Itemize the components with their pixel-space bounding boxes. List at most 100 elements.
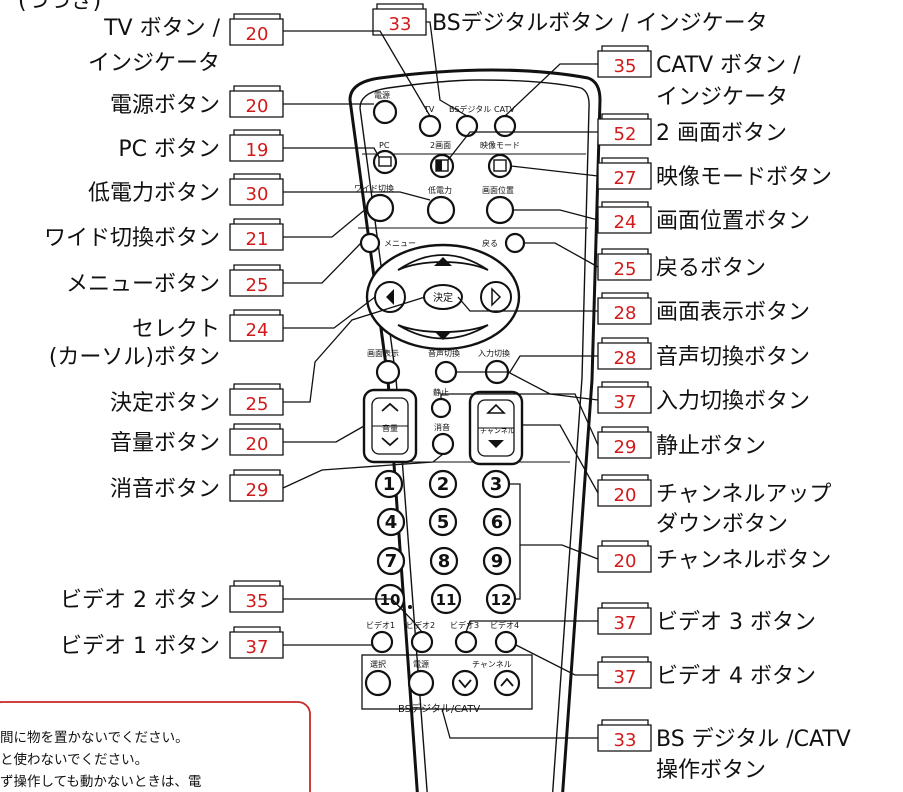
number-key-label: 3 bbox=[490, 474, 503, 495]
video1-label: ビデオ1 bbox=[366, 620, 395, 630]
video1-button[interactable]: ビデオ1 bbox=[366, 620, 395, 654]
channel-rocker[interactable]: チャンネル bbox=[468, 390, 524, 466]
note-line-2: と使わないでください。 bbox=[0, 751, 148, 768]
audio-label: 音声切換 bbox=[428, 348, 460, 358]
page-number: 37 bbox=[246, 637, 269, 658]
low-power-button[interactable]: 低電力 bbox=[426, 185, 456, 225]
page-badge-bscatv: 33 bbox=[597, 719, 652, 752]
tv-label: TV bbox=[423, 105, 435, 114]
pc-button[interactable]: PC bbox=[372, 141, 398, 175]
bs-channel-label: チャンネル bbox=[472, 660, 512, 669]
wide-label: ワイド切換 bbox=[354, 183, 394, 193]
bs-catv-channel-down-button[interactable] bbox=[451, 669, 479, 697]
sensor-dot bbox=[408, 605, 412, 609]
label-display: 画面表示ボタン bbox=[656, 300, 810, 325]
header-partial: (つづき) bbox=[18, 0, 101, 14]
bs-power-label: 電源 bbox=[413, 660, 429, 669]
video-mode-label: 映像モード bbox=[480, 140, 520, 150]
page-badge-tv: 20 bbox=[229, 13, 284, 46]
number-key-5[interactable]: 5 bbox=[428, 507, 458, 537]
enter-label: 決定 bbox=[433, 291, 453, 304]
page-badge-channel: 20 bbox=[597, 540, 652, 573]
display-button[interactable]: 画面表示 bbox=[367, 348, 401, 385]
number-key-label: 11 bbox=[436, 591, 457, 609]
label-back: 戻るボタン bbox=[656, 256, 766, 281]
page-number: 33 bbox=[614, 730, 637, 751]
page-badge-pc: 19 bbox=[229, 129, 284, 162]
power-button[interactable]: 電源 bbox=[372, 91, 398, 125]
wide-button[interactable]: ワイド切換 bbox=[354, 183, 395, 223]
number-key-9[interactable]: 9 bbox=[482, 546, 512, 576]
number-key-12[interactable]: 12 bbox=[485, 583, 517, 615]
number-key-label: 6 bbox=[491, 512, 504, 533]
page-badge-wide: 21 bbox=[229, 218, 284, 251]
number-key-1[interactable]: 1 bbox=[374, 469, 404, 499]
page-badge-back: 25 bbox=[597, 248, 652, 281]
cursor-up-button[interactable] bbox=[397, 254, 489, 271]
bs-label: BSデジタル bbox=[449, 104, 491, 114]
video2-label: ビデオ2 bbox=[406, 620, 435, 630]
number-key-7[interactable]: 7 bbox=[376, 546, 406, 576]
page-badge-freeze: 29 bbox=[597, 426, 652, 459]
page-number: 27 bbox=[614, 168, 637, 189]
label-video4: ビデオ 4 ボタン bbox=[656, 664, 816, 689]
page-badge-lowpower: 30 bbox=[229, 173, 284, 206]
bs-catv-power-button[interactable]: 電源 bbox=[407, 660, 435, 697]
cursor-right-button[interactable] bbox=[480, 281, 512, 313]
number-key-label: 9 bbox=[491, 551, 504, 572]
number-key-11[interactable]: 11 bbox=[430, 583, 462, 615]
number-key-label: 12 bbox=[491, 591, 512, 609]
label-catv-1: CATV ボタン / bbox=[656, 53, 801, 78]
number-key-4[interactable]: 4 bbox=[376, 507, 406, 537]
bs-catv-channel-up-button[interactable] bbox=[493, 669, 521, 697]
page-number: 19 bbox=[246, 140, 269, 161]
page-badge-catv: 35 bbox=[597, 45, 652, 78]
label-lowpower: 低電力ボタン bbox=[88, 181, 220, 206]
screen-icon bbox=[493, 159, 507, 172]
page-badge-video3: 37 bbox=[597, 602, 652, 635]
freeze-button[interactable]: 静止 bbox=[430, 387, 452, 419]
cursor-down-button[interactable] bbox=[397, 324, 489, 340]
page-number: 20 bbox=[614, 485, 637, 506]
low-power-label: 低電力 bbox=[428, 185, 452, 195]
volume-rocker[interactable]: 音量 bbox=[362, 388, 418, 464]
page-badge-display: 28 bbox=[597, 292, 652, 325]
video-mode-button[interactable]: 映像モード bbox=[480, 140, 520, 179]
label-select-2: (カーソル)ボタン bbox=[49, 345, 220, 370]
number-key-label: 7 bbox=[385, 551, 398, 572]
number-key-6[interactable]: 6 bbox=[482, 507, 512, 537]
two-screen-button[interactable]: 2画面 bbox=[429, 141, 455, 179]
arrow-left-icon bbox=[386, 289, 394, 305]
number-key-label: 4 bbox=[385, 512, 398, 533]
label-channel: チャンネルボタン bbox=[656, 548, 831, 573]
two-screen-label: 2画面 bbox=[430, 141, 451, 150]
page-number: 28 bbox=[614, 303, 637, 324]
page-number: 20 bbox=[246, 24, 269, 45]
page-number: 30 bbox=[246, 184, 269, 205]
number-key-2[interactable]: 2 bbox=[428, 469, 458, 499]
page-number: 29 bbox=[614, 437, 637, 458]
number-key-8[interactable]: 8 bbox=[429, 546, 459, 576]
number-key-label: 8 bbox=[438, 551, 451, 572]
enter-button[interactable]: 決定 bbox=[423, 284, 463, 310]
video4-button[interactable]: ビデオ4 bbox=[490, 620, 519, 654]
arrow-up-icon bbox=[434, 257, 452, 266]
video3-button[interactable]: ビデオ3 bbox=[450, 620, 479, 654]
page-number: 25 bbox=[246, 394, 269, 415]
audio-button[interactable]: 音声切換 bbox=[428, 348, 460, 384]
volume-up-icon bbox=[381, 402, 399, 412]
power-label: 電源 bbox=[374, 91, 390, 100]
page-badge-menu: 25 bbox=[229, 264, 284, 297]
page-number: 20 bbox=[614, 551, 637, 572]
page-number: 24 bbox=[246, 320, 269, 341]
caution-note: 間に物を置かないでください。 と使わないでください。 ず操作しても動かないときは… bbox=[0, 701, 311, 792]
channel-down-icon bbox=[488, 440, 504, 448]
note-line-3: ず操作しても動かないときは、電 bbox=[0, 774, 201, 790]
bs-catv-select-button[interactable]: 選択 bbox=[364, 659, 392, 697]
page-badge-chupdown: 20 bbox=[597, 474, 652, 507]
number-key-3[interactable]: 3 bbox=[481, 469, 511, 499]
label-enter: 決定ボタン bbox=[110, 391, 220, 416]
page-badge-video1: 37 bbox=[229, 626, 284, 659]
display-label: 画面表示 bbox=[367, 348, 399, 358]
